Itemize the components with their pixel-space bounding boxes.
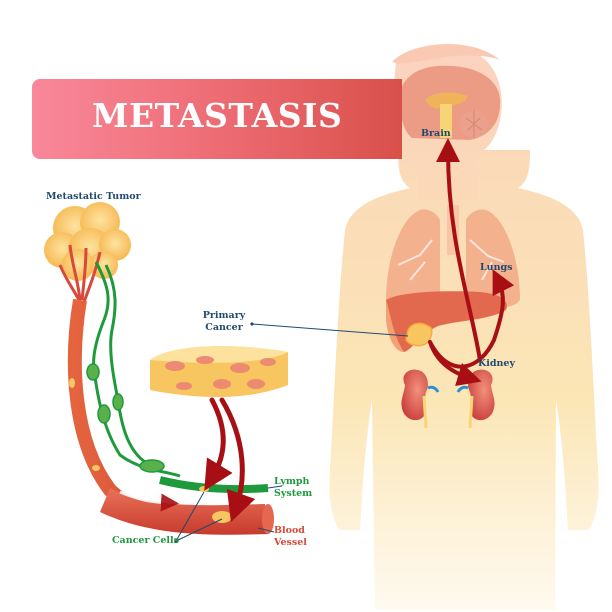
label-blood-vessel: Blood Vessel: [274, 525, 307, 549]
cell-tissue-block-icon: [150, 346, 288, 397]
title-banner: [32, 79, 402, 159]
label-cancer-cells: Cancer Cells: [112, 535, 179, 546]
primary-tumor-spot-icon: [405, 322, 433, 347]
label-kidney: Kidney: [478, 358, 515, 369]
red-curved-arrow-icon: [428, 138, 515, 387]
label-blood-vessel-line1: Blood: [274, 525, 305, 536]
label-lymph-system-line2: System: [274, 488, 313, 499]
blood-vessel-icon: [58, 244, 274, 535]
label-lungs: Lungs: [480, 262, 513, 273]
tumor-cluster-icon: [44, 202, 131, 281]
label-primary-cancer: Primary Cancer: [196, 310, 252, 334]
label-brain: Brain: [421, 128, 451, 139]
label-blood-vessel-line2: Vessel: [274, 537, 307, 548]
label-primary-cancer-line2: Cancer: [205, 322, 243, 333]
red-curved-arrow-icon: [204, 397, 256, 523]
page-title: METASTASIS: [92, 96, 343, 135]
lymph-node-icon: [86, 363, 165, 473]
label-lymph-system: Lymph System: [274, 476, 312, 500]
primary-cancer-leader-line: [251, 323, 409, 337]
label-metastatic-tumor: Metastatic Tumor: [46, 191, 141, 202]
brain-icon: [399, 65, 501, 140]
label-primary-cancer-line1: Primary: [202, 310, 246, 321]
label-lymph-system-line1: Lymph: [274, 476, 310, 487]
